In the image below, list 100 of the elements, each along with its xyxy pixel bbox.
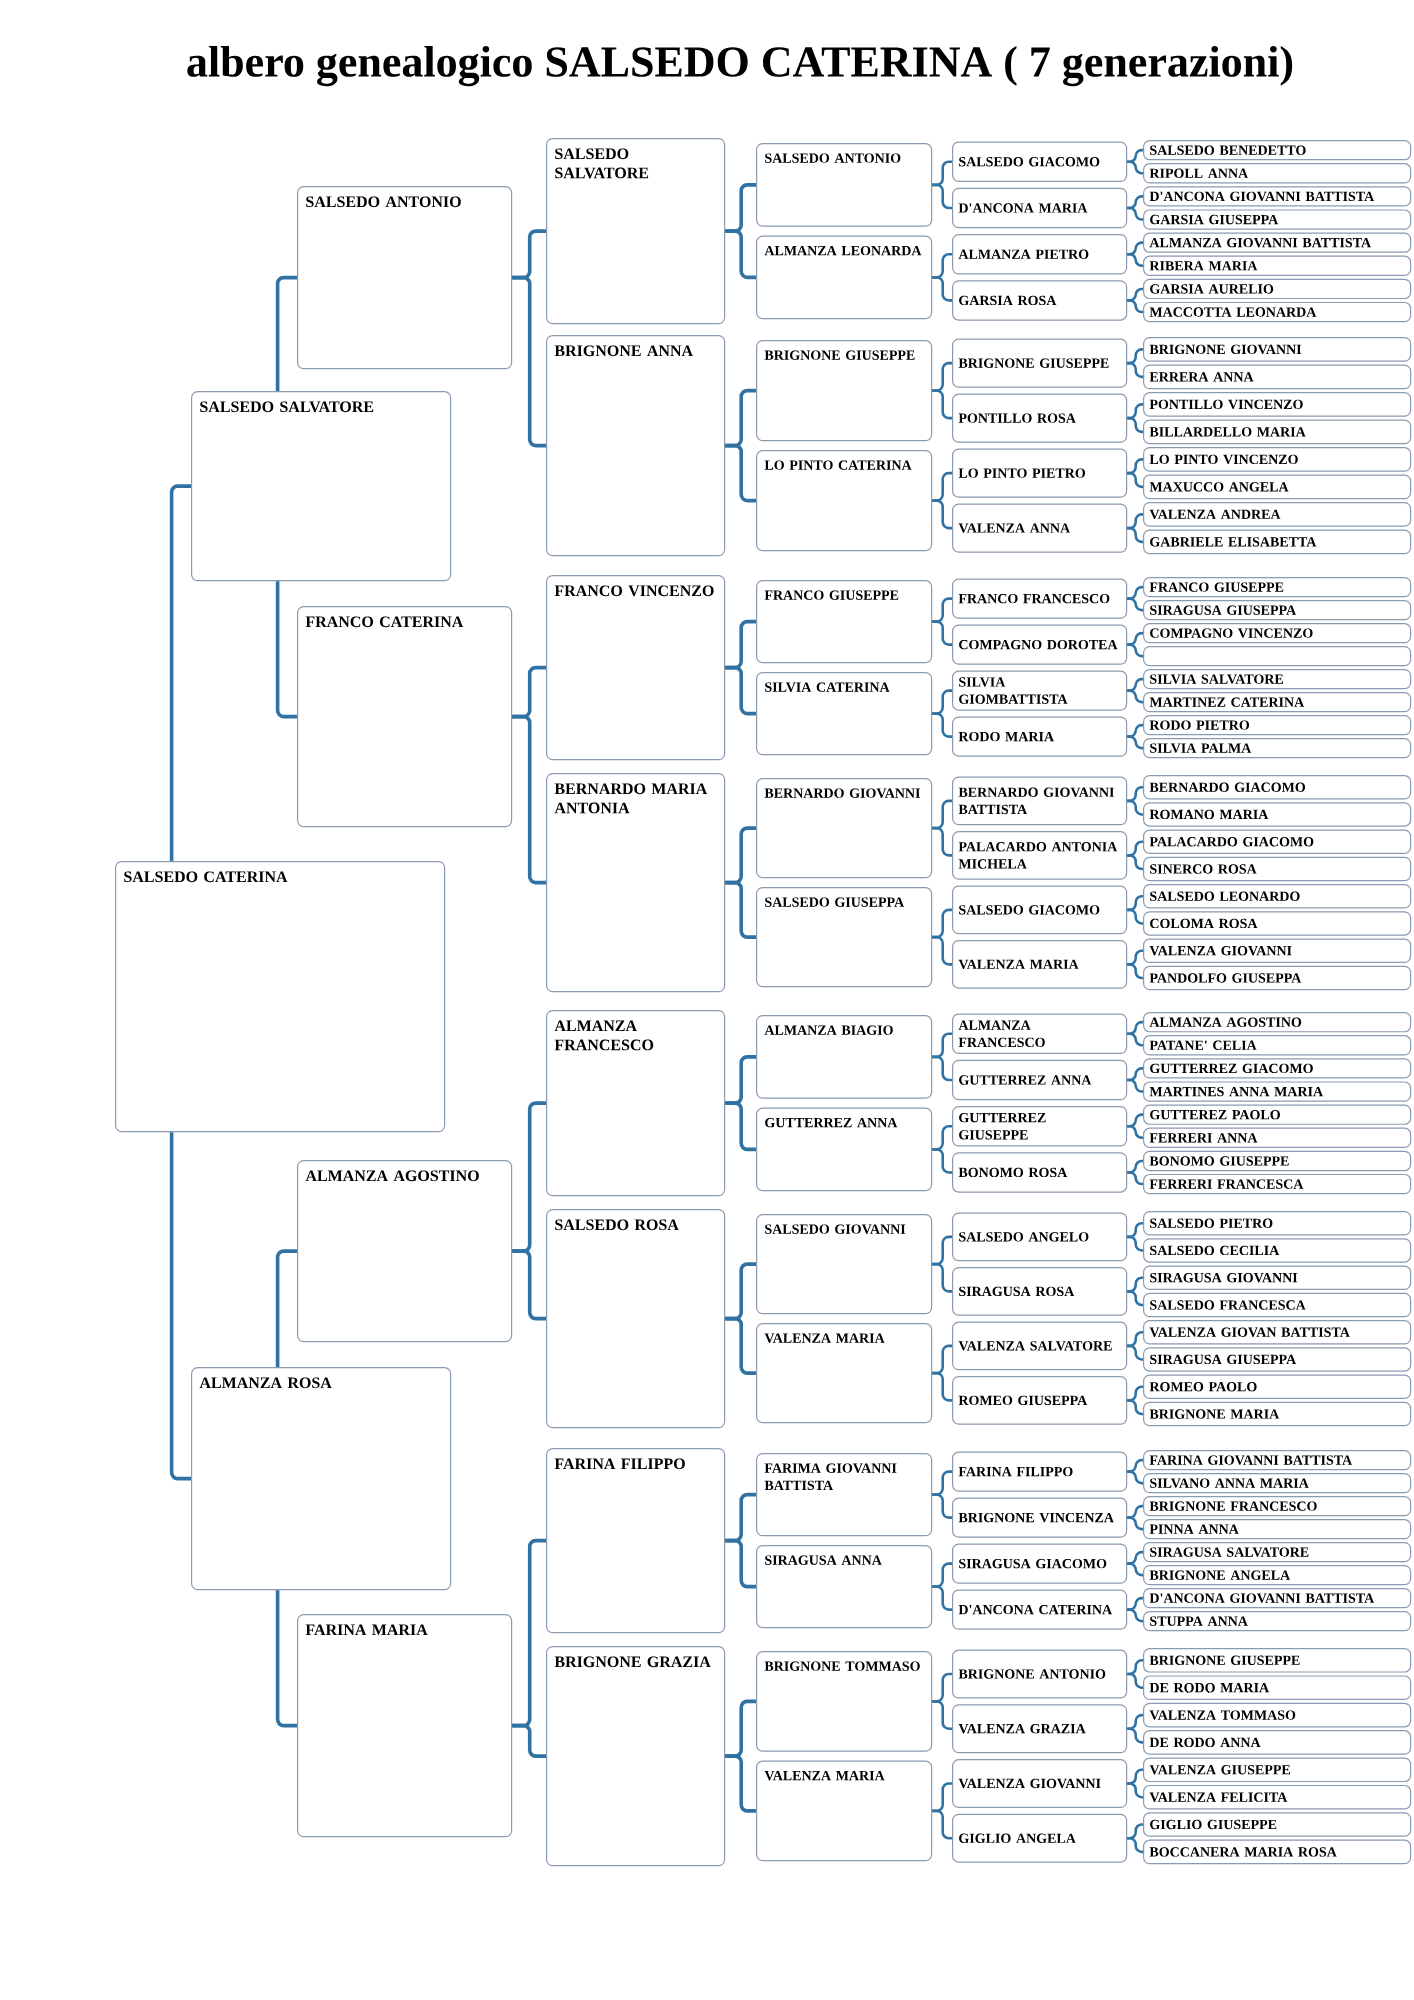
connector-line (1127, 1124, 1144, 1140)
person-box: FARINA MARIA (297, 1614, 513, 1838)
connector-line (932, 1493, 952, 1519)
person-box: GUTTERREZ ANNA (952, 1059, 1128, 1101)
person-box: BONOMO GIUSEPPE (1143, 1150, 1412, 1172)
person-box: GIGLIO GIUSEPPE (1143, 1812, 1412, 1837)
person-box: GARSIA GIUSEPPA (1143, 209, 1412, 230)
connector-line (1127, 1727, 1144, 1744)
person-box: RODO MARIA (952, 716, 1128, 757)
connector-line (1127, 299, 1144, 314)
connector-line (1127, 206, 1144, 221)
person-box: LO PINTO VINCENZO (1143, 447, 1412, 472)
person-box: BRIGNONE GIOVANNI (1143, 337, 1412, 362)
person-box: PONTILLO VINCENZO (1143, 392, 1412, 417)
person-box: SALSEDO ANTONIO (297, 186, 513, 370)
connector-line (1127, 1782, 1144, 1799)
person-box: VALENZA MARIA (756, 1323, 933, 1424)
connector-line (1127, 1344, 1144, 1361)
connector-line (1127, 1235, 1144, 1252)
connector-line (1127, 361, 1144, 379)
connector-line (1127, 854, 1144, 871)
person-box: D'ANCONA GIOVANNI BATTISTA (1143, 186, 1412, 207)
connector-line (1127, 1032, 1144, 1047)
connector-line (275, 1249, 297, 1367)
connector-line (932, 1700, 952, 1730)
person-box: ALMANZA GIOVANNI BATTISTA (1143, 232, 1412, 253)
person-box: SALSEDO CECILIA (1143, 1238, 1412, 1263)
connector-line (1127, 1516, 1144, 1531)
person-box: RODO PIETRO (1143, 715, 1412, 736)
connector-line (1127, 1020, 1144, 1036)
connector-line (169, 484, 191, 861)
connector-line (1127, 963, 1144, 980)
person-box: SIRAGUSA ROSA (952, 1267, 1128, 1316)
person-box: GUTTERREZ ANNA (756, 1107, 933, 1192)
person-box: ALMANZA FRANCESCO (952, 1013, 1128, 1054)
person-box: PONTILLO ROSA (952, 393, 1128, 443)
person-box: VALENZA SALVATORE (952, 1321, 1128, 1371)
connector-line (169, 1132, 191, 1481)
connector-line (1127, 1608, 1144, 1623)
person-box: VALENZA ANNA (952, 503, 1128, 553)
person-box: FRANCO GIUSEPPE (1143, 577, 1412, 598)
connector-line (1127, 1562, 1144, 1577)
connector-line (932, 183, 952, 210)
person-box: ALMANZA FRANCESCO (546, 1010, 726, 1197)
person-box: ROMEO GIUSEPPA (952, 1376, 1128, 1425)
connector-line (1127, 1290, 1144, 1307)
connector-line (725, 665, 756, 716)
person-box: SIRAGUSA ANNA (756, 1545, 933, 1629)
connector-line (1127, 1837, 1144, 1854)
person-box: SALSEDO GIACOMO (952, 885, 1128, 935)
connector-line (1127, 735, 1144, 750)
person-box: FRANCO CATERINA (297, 606, 513, 828)
person-box: SIRAGUSA GIUSEPPA (1143, 1347, 1412, 1372)
connector-line (512, 275, 546, 448)
connector-line (932, 935, 952, 966)
person-box: FARINA FILIPPO (546, 1448, 726, 1634)
person-box: D'ANCONA CATERINA (952, 1589, 1128, 1630)
person-box: DE RODO MARIA (1143, 1675, 1412, 1700)
person-box: FERRERI ANNA (1143, 1127, 1412, 1148)
connector-line (1127, 799, 1144, 816)
person-box: SIRAGUSA GIUSEPPA (1143, 600, 1412, 621)
connector-line (932, 276, 952, 302)
connector-line (725, 1754, 756, 1813)
person-box: FARIMA GIOVANNI BATTISTA (756, 1453, 933, 1537)
connector-line (932, 389, 952, 420)
connector-line (1127, 160, 1144, 175)
connector-line (1127, 1672, 1144, 1689)
person-box: ROMANO MARIA (1143, 802, 1412, 827)
connector-line (1127, 1221, 1144, 1239)
person-box: PALACARDO ANTONIA MICHELA (952, 831, 1128, 880)
person-box: FRANCO GIUSEPPE (756, 580, 933, 664)
connector-line (1127, 597, 1144, 612)
person-box: PANDOLFO GIUSEPPA (1143, 965, 1412, 991)
connector-line (725, 1538, 756, 1589)
person-box: VALENZA FELICITA (1143, 1784, 1412, 1810)
person-box: D'ANCONA GIOVANNI BATTISTA (1143, 1588, 1412, 1609)
person-box: LO PINTO CATERINA (756, 450, 933, 552)
person-box: GIGLIO ANGELA (952, 1813, 1128, 1863)
person-box (1143, 646, 1412, 667)
person-box: VALENZA TOMMASO (1143, 1702, 1412, 1728)
connector-line (1127, 471, 1144, 489)
person-box: MARTINEZ CATERINA (1143, 692, 1412, 713)
person-box: SILVIA SALVATORE (1143, 669, 1412, 690)
person-box: FARINA GIOVANNI BATTISTA (1143, 1450, 1412, 1471)
person-box: SALSEDO LEONARDO (1143, 884, 1412, 909)
person-box: GUTTERREZ GIACOMO (1143, 1058, 1412, 1079)
person-box: SALSEDO GIOVANNI (756, 1214, 933, 1315)
person-box: SALSEDO SALVATORE (546, 138, 726, 325)
person-box: SALSEDO ANTONIO (756, 143, 933, 227)
connector-line (1127, 1078, 1144, 1093)
connector-line (932, 1055, 952, 1082)
person-box: LO PINTO PIETRO (952, 448, 1128, 498)
person-box: GARSIA ROSA (952, 280, 1128, 321)
person-box: SALSEDO PIETRO (1143, 1211, 1412, 1236)
connector-line (932, 620, 952, 646)
person-box: COMPAGNO VINCENZO (1143, 623, 1412, 644)
connector-line (275, 581, 297, 719)
person-box: BRIGNONE GRAZIA (546, 1646, 726, 1867)
person-box: ERRERA ANNA (1143, 364, 1412, 390)
connector-line (512, 1249, 546, 1321)
